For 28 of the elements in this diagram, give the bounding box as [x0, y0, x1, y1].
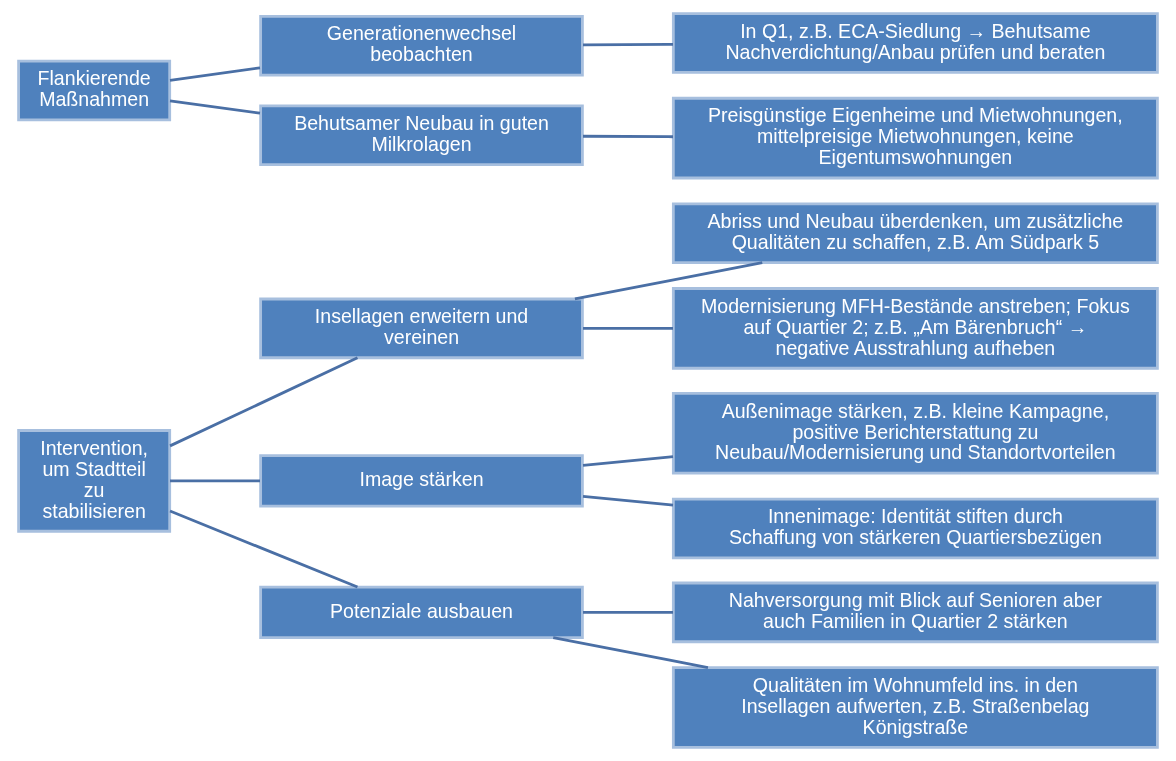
node-box: Flankierende Maßnahmen	[17, 59, 172, 122]
node-box: In Q1, z.B. ECA-Siedlung → Behutsame Nachverdichtung/Anbau prüfen und beraten	[671, 12, 1159, 74]
node-box: Innenimage: Identität stiften durch Schaffung von stärkeren Quartiersbezügen	[671, 497, 1159, 560]
node-box: Generationenwechsel beobachten	[259, 15, 584, 77]
node-box: Preisgünstige Eigenheime und Mietwohnungen, mittelpreisige Mietwohnungen, keine Eigentumswohnungen	[671, 96, 1159, 180]
connector	[582, 455, 674, 467]
connector	[583, 42, 673, 47]
node-box: Intervention, um Stadtteil zu stabilisieren	[17, 429, 172, 533]
node-box: Potenziale ausbauen	[259, 585, 584, 639]
connector	[170, 479, 260, 483]
node-box: Nahversorgung mit Blick auf Senioren aber auch Familien in Quartier 2 stärken	[671, 581, 1159, 644]
connector	[552, 636, 709, 669]
node-box: Abriss und Neubau überdenken, um zusätzliche Qualitäten zu schaffen, z.B. Am Südpark 5	[671, 202, 1159, 265]
node-box: Qualitäten im Wohnumfeld ins. in den Insellagen aufwerten, z.B. Straßenbelag Königstraße	[671, 666, 1159, 749]
node-box: Behutsamer Neubau in guten Milkrolagen	[259, 104, 584, 167]
connector	[583, 611, 673, 614]
node-box: Modernisierung MFH-Bestände anstreben; Fokus auf Quartier 2; z.B. „Am Bärenbruch“ → negative Ausstrahlung aufheben	[671, 287, 1159, 370]
connector	[583, 327, 673, 330]
connector	[583, 134, 673, 139]
node-box: Image stärken	[259, 454, 584, 508]
node-box: Insellagen erweitern und vereinen	[259, 297, 584, 360]
connector	[169, 66, 261, 82]
connector	[582, 495, 674, 507]
node-box: Außenimage stärken, z.B. kleine Kampagne, positive Berichterstattung zu Neubau/Modernisierung und Standortvorteilen	[671, 392, 1159, 475]
connector	[169, 356, 359, 448]
connector	[169, 509, 358, 589]
connector	[169, 99, 261, 115]
connector	[574, 261, 763, 301]
